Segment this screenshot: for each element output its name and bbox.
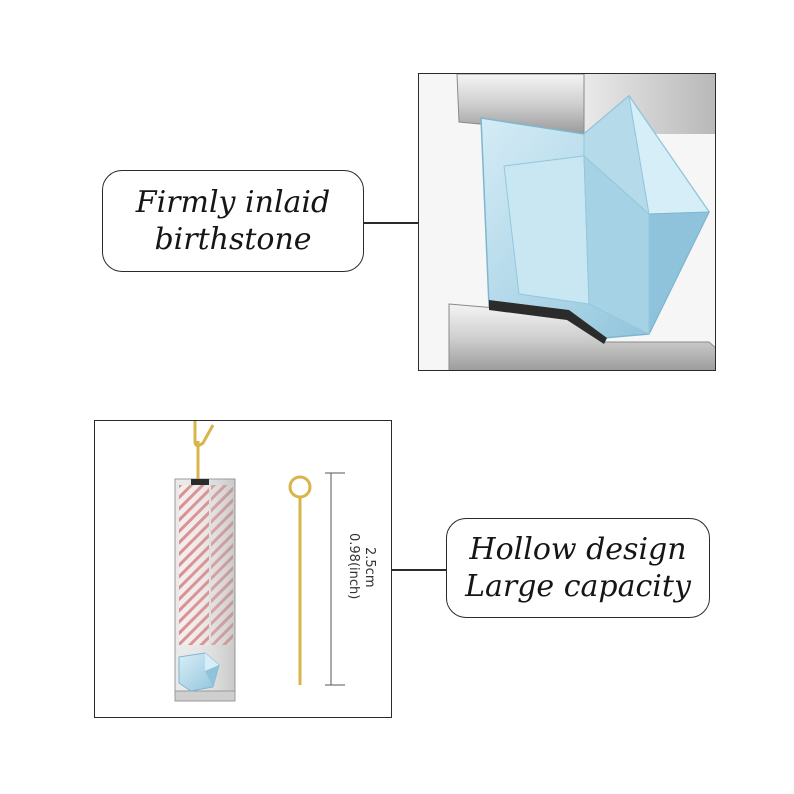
dimension-imperial-label: 0.98(inch)	[346, 533, 361, 600]
connector-line-bottom	[392, 569, 446, 571]
birthstone-gem	[480, 94, 710, 343]
callout-firmly-inlaid: Firmly inlaid birthstone	[102, 170, 364, 272]
callout-line-2: Large capacity	[465, 569, 691, 604]
bottom-prong-edge	[489, 300, 607, 344]
pendant-illustration	[174, 421, 345, 702]
pendant-gem	[178, 652, 220, 692]
gem-closeup-panel	[418, 73, 716, 371]
callout-line-1: Firmly inlaid	[135, 184, 331, 220]
dimension-metric-label: 2.5cm	[362, 547, 377, 588]
callout-line-2: birthstone	[154, 222, 312, 257]
dimension-marker	[325, 472, 345, 686]
gem-closeup-illustration	[419, 74, 715, 370]
callout-hollow-design: Hollow design Large capacity	[446, 518, 710, 618]
pendant-panel: 2.5cm 0.98(inch)	[94, 420, 392, 718]
connector-line-top	[364, 222, 418, 224]
callout-line-1: Hollow design	[469, 531, 687, 567]
gold-eye-pin	[288, 475, 312, 685]
